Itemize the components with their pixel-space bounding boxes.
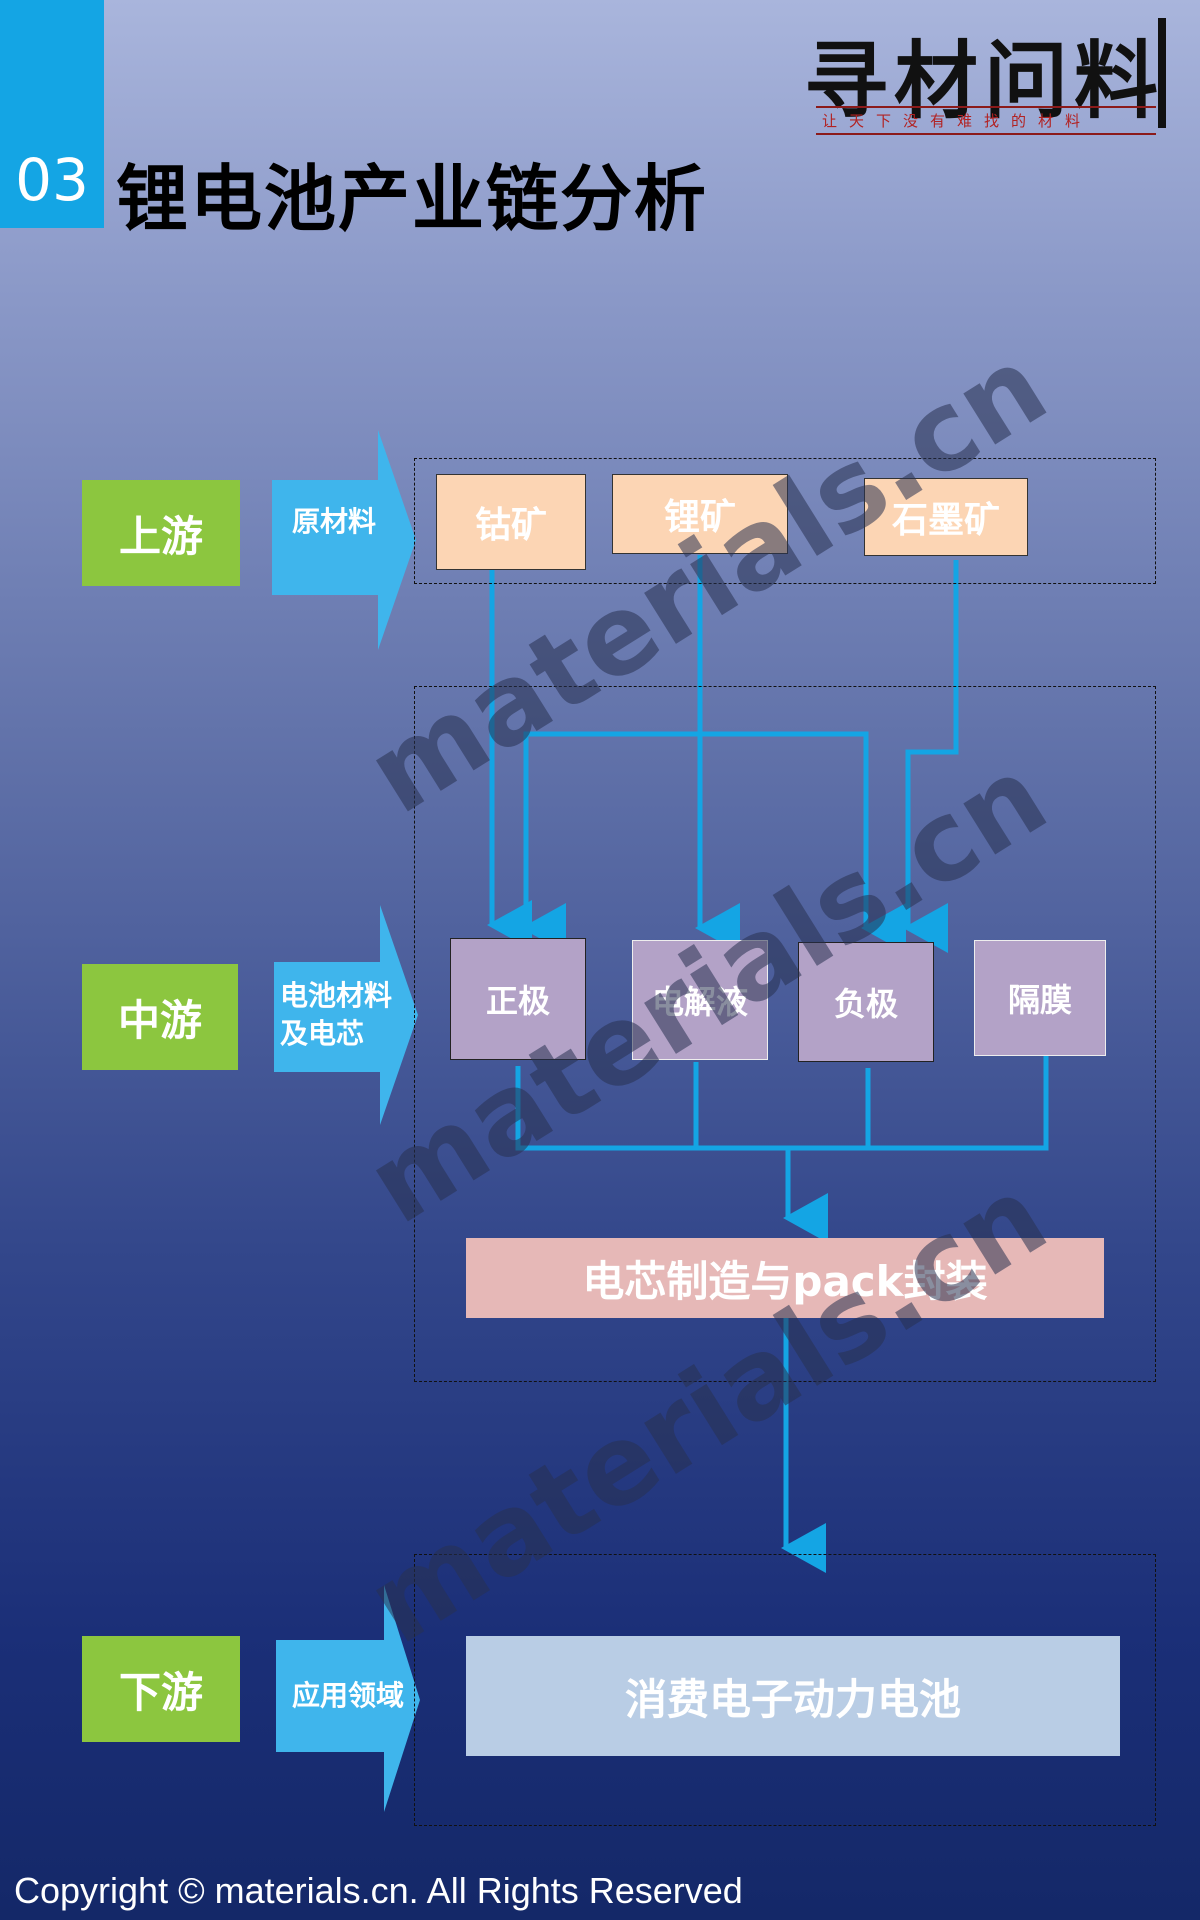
logo-slogan: 让天下没有难找的材料 [816, 106, 1156, 135]
midstream-arrow-label-line1: 电池材料 [280, 979, 393, 1012]
flow-line-lithium-branch-anode [700, 731, 906, 953]
raw-graphite: 石墨矿 [864, 478, 1028, 556]
flow-line-graphite-anode [903, 560, 959, 953]
copyright-footer: Copyright © materials.cn. All Rights Res… [14, 1870, 743, 1911]
material-electrolyte: 电解液 [632, 940, 768, 1060]
downstream-region [414, 1554, 1156, 1826]
stage-midstream: 中游 [82, 964, 238, 1070]
material-cathode: 正极 [450, 938, 586, 1060]
stage-downstream: 下游 [82, 1636, 240, 1742]
stage-upstream: 上游 [82, 480, 240, 586]
section-number: 03 [15, 146, 89, 214]
flow-line-lithium-branch [521, 731, 700, 953]
upstream-arrow-label: 原材料 [292, 505, 377, 538]
midstream-arrow [274, 905, 418, 1125]
material-anode: 负极 [798, 942, 934, 1062]
upstream-region [414, 458, 1156, 584]
page-title: 锂电池产业链分析 [116, 157, 709, 241]
logo: 寻材问料 [804, 31, 1165, 130]
section-number-badge: 03 [0, 0, 104, 228]
logo-accent-bar [1158, 18, 1166, 128]
midstream-arrow-label-line2: 及电芯 [280, 1017, 365, 1050]
raw-cobalt: 钴矿 [436, 474, 586, 570]
raw-lithium: 锂矿 [612, 474, 788, 554]
flow-line-collector [515, 1056, 1049, 1151]
midstream-region [414, 686, 1156, 1382]
cell-manufacturing-box: 电芯制造与pack封装 [466, 1238, 1104, 1318]
material-separator: 隔膜 [974, 940, 1106, 1056]
upstream-arrow [272, 430, 416, 650]
application-box: 消费电子动力电池 [466, 1636, 1120, 1756]
downstream-arrow-label: 应用领域 [292, 1679, 405, 1712]
downstream-arrow [276, 1585, 420, 1812]
